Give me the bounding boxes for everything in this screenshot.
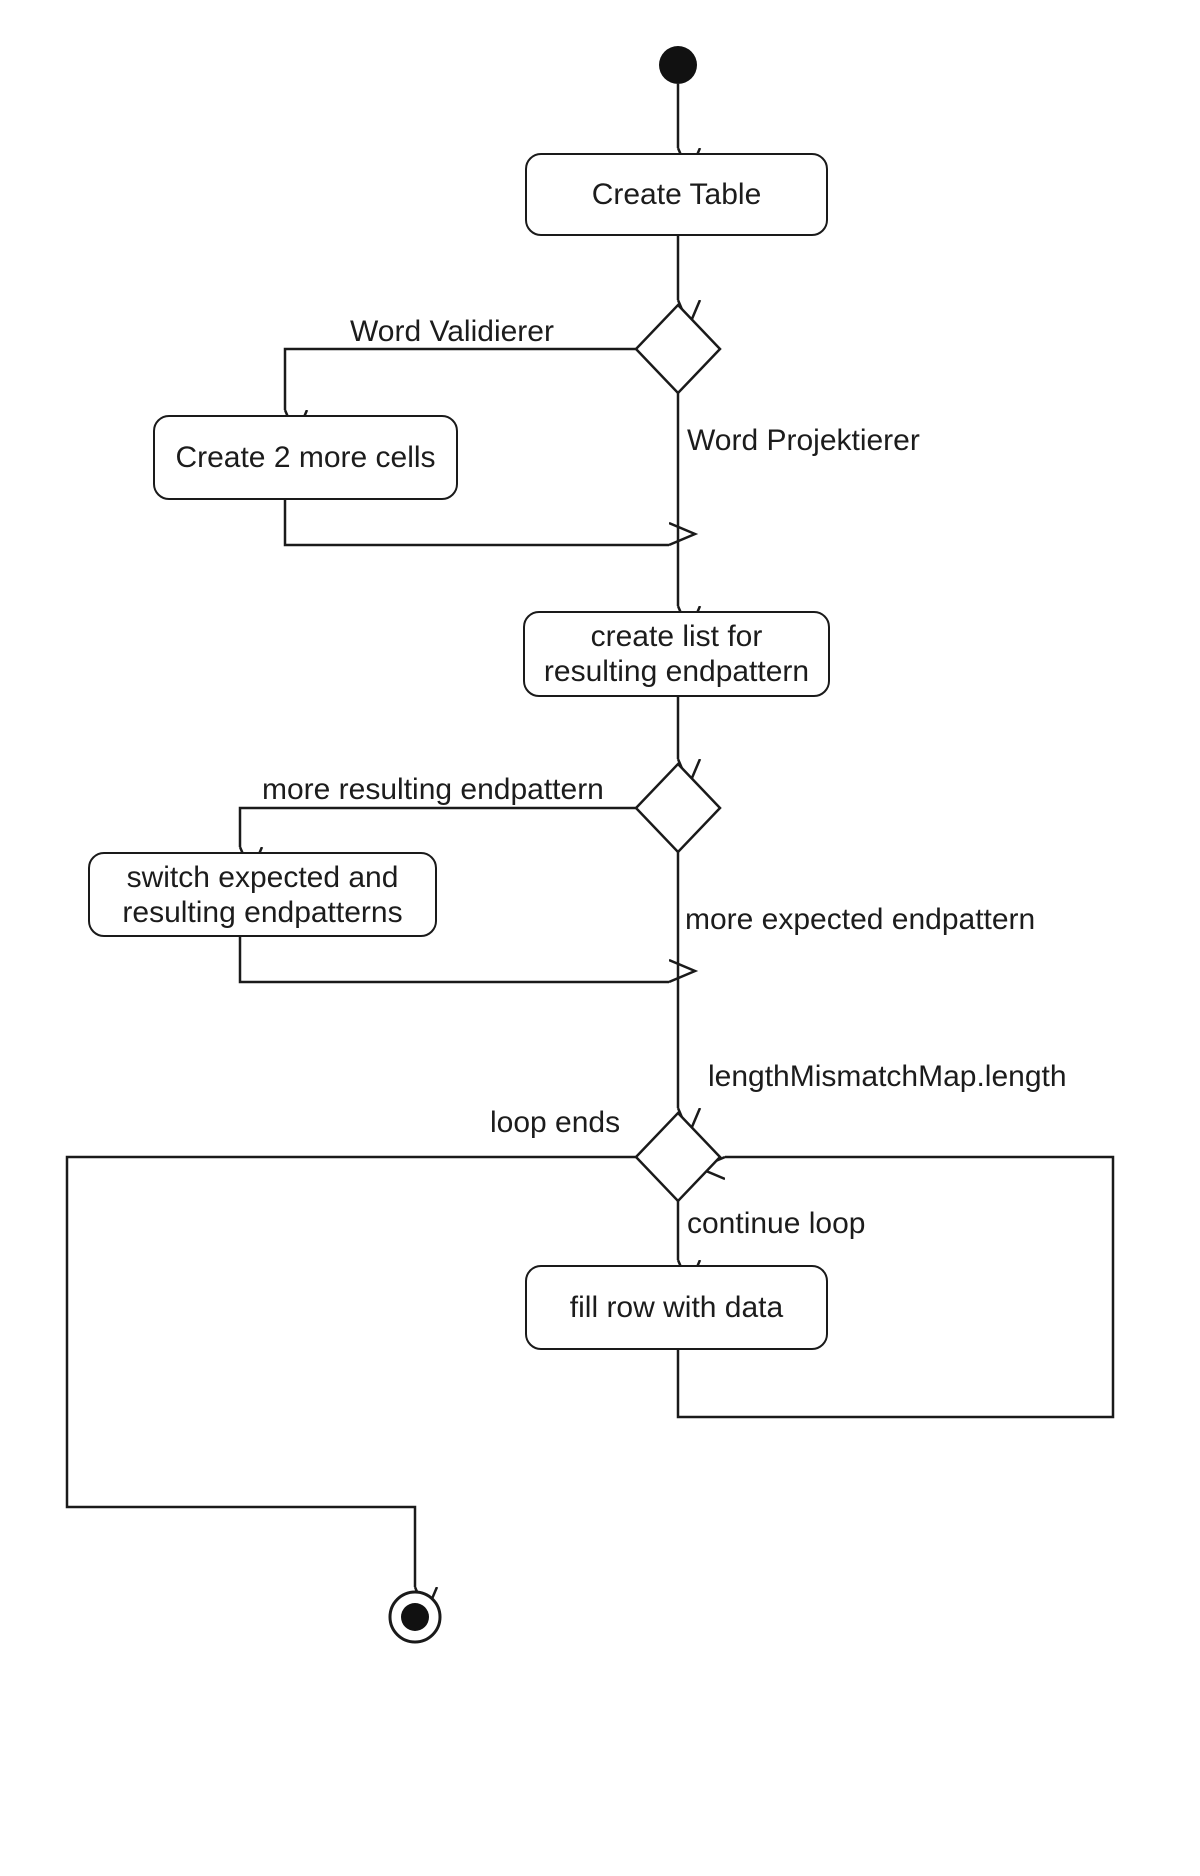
action-switch-patterns: switch expected and resulting endpattern… <box>88 852 437 937</box>
action-fill-row: fill row with data <box>525 1265 828 1350</box>
final-node-core <box>401 1603 429 1631</box>
action-create-cells: Create 2 more cells <box>153 415 458 500</box>
action-create-list-label-line1: create list for <box>590 620 763 653</box>
action-create-list: create list for resulting endpattern <box>523 611 830 697</box>
edge-label-continue-loop: continue loop <box>687 1207 866 1240</box>
action-switch-patterns-label-line2: resulting endpatterns <box>122 895 403 929</box>
edge-switch-merge <box>238 937 669 984</box>
action-create-list-label-line2: resulting endpattern <box>543 655 810 688</box>
action-create-table-label: Create Table <box>591 178 762 211</box>
edge-word-validierer-branch <box>283 347 636 410</box>
edge-label-more-resulting: more resulting endpattern <box>262 773 604 806</box>
initial-node <box>659 46 697 84</box>
edge-loop-ends-to-final <box>65 1155 636 1587</box>
edge-more-resulting-branch <box>238 806 636 847</box>
action-create-cells-label: Create 2 more cells <box>175 441 436 474</box>
edge-fill-row-loopback <box>676 1155 1115 1419</box>
edge-label-more-expected: more expected endpattern <box>685 903 1036 936</box>
edge-create-cells-merge <box>283 500 669 547</box>
decision-diamond-validierer <box>634 303 722 395</box>
decision-diamond-loop <box>634 1111 722 1203</box>
action-create-table: Create Table <box>525 153 828 236</box>
edge-label-word-validierer: Word Validierer <box>350 315 554 348</box>
action-fill-row-label: fill row with data <box>569 1291 784 1324</box>
action-switch-patterns-label-line1: switch expected and <box>126 860 399 894</box>
decision-diamond-endpattern <box>634 762 722 854</box>
edge-label-loop-ends: loop ends <box>490 1106 621 1139</box>
edge-label-length-mismatch: lengthMismatchMap.length <box>708 1060 1067 1093</box>
edge-label-word-projektierer: Word Projektierer <box>687 424 920 457</box>
